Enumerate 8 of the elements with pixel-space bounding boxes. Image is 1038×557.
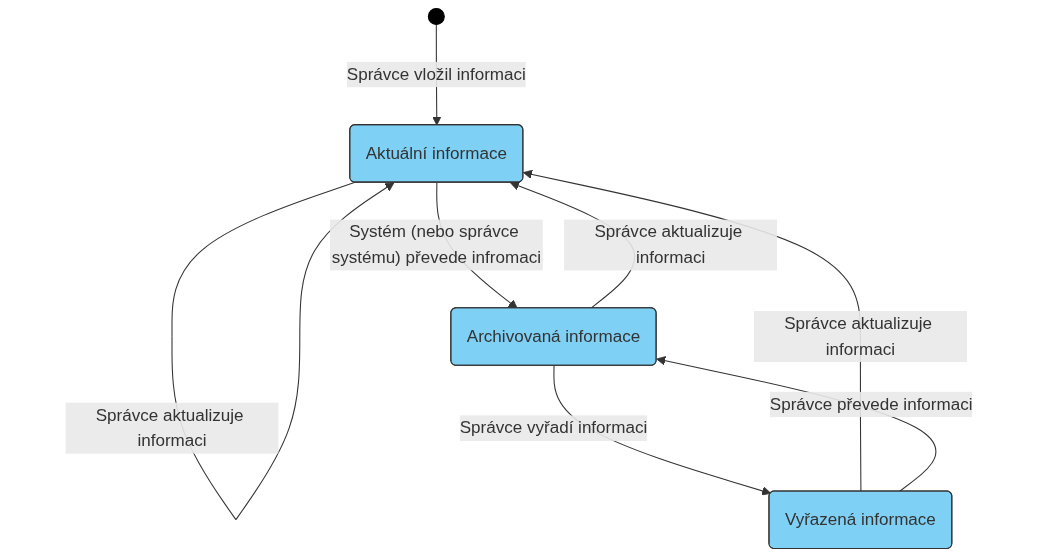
edge-label: Správce převede informaci bbox=[769, 394, 973, 413]
edge-label: Správce aktualizuje informaci bbox=[594, 222, 743, 267]
edge-label: Správce aktualizuje informaci bbox=[95, 405, 244, 450]
edge-label: Systém (nebo správce systému) převede infromaci bbox=[331, 222, 541, 267]
edge-label: Správce vyřadí informaci bbox=[459, 418, 648, 437]
edge-label: Správce vložil informaci bbox=[346, 64, 526, 84]
edge-label: Správce aktualizuje informaci bbox=[784, 314, 932, 358]
node-circle bbox=[427, 8, 445, 26]
